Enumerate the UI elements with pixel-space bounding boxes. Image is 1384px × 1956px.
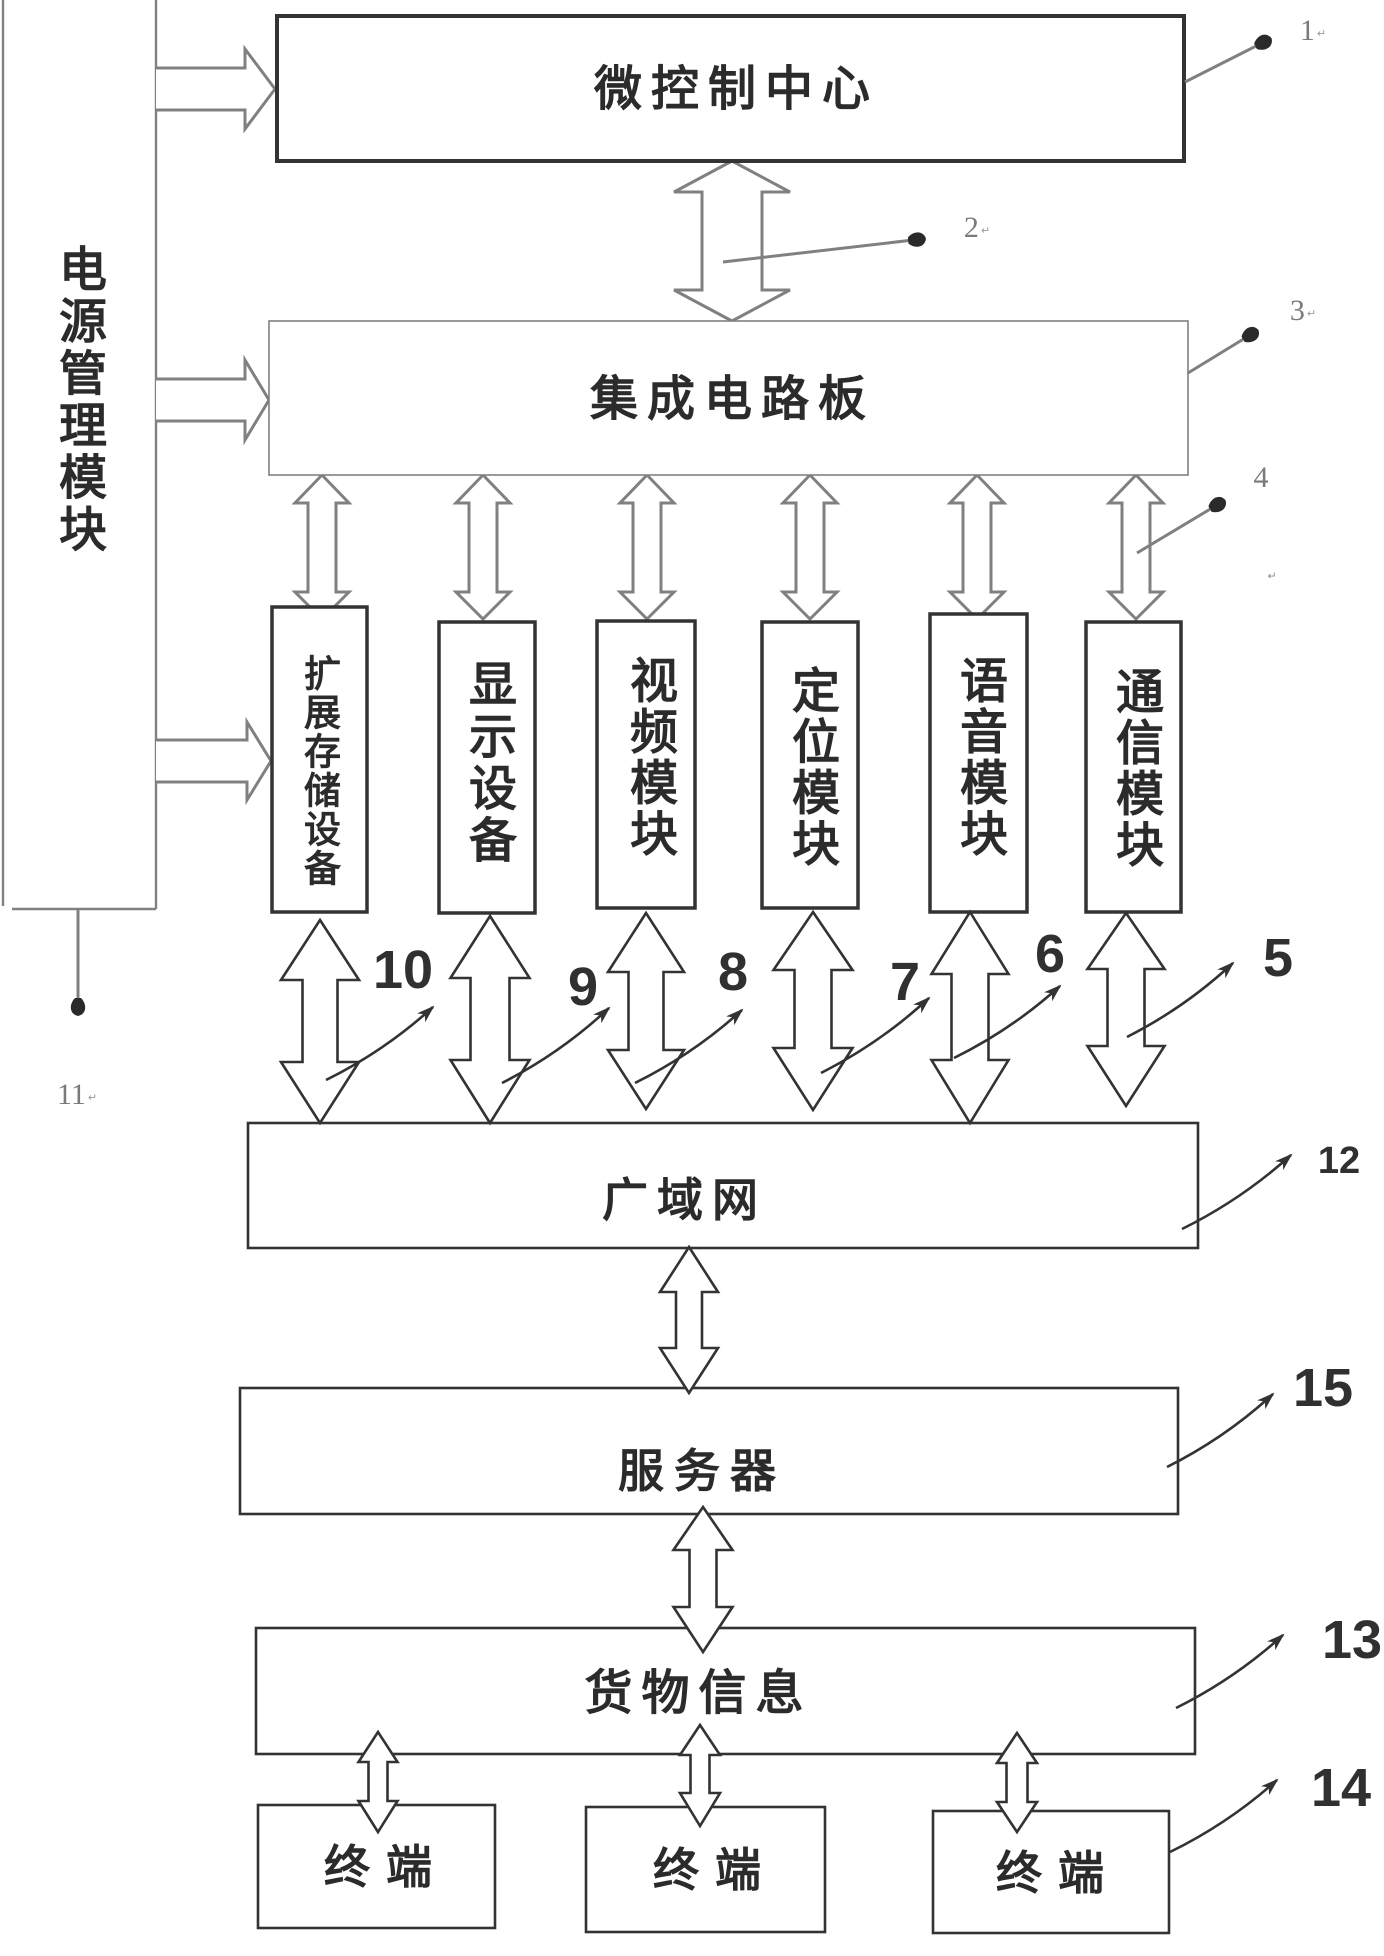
leader-line-12: [1181, 1153, 1293, 1231]
paragraph-mark-icon: ↵: [87, 1090, 98, 1104]
module-label-communication: 通信模块: [1107, 666, 1163, 871]
double-arrow-board-to-voice: [946, 472, 1008, 622]
ref-numeral-text: 4: [1253, 461, 1269, 494]
ref-numeral-2: 2↵: [964, 213, 990, 243]
ref-numeral-8: 8: [717, 942, 749, 1002]
leader-line-6: [953, 984, 1062, 1060]
terminal-label-1: 终端: [324, 1840, 448, 1894]
leader-line-3: [1187, 326, 1260, 375]
server-label: 服务器: [618, 1444, 786, 1498]
leader-line-4: [1136, 496, 1227, 555]
power-arrow-to-micro-control: [156, 44, 277, 134]
leader-line-1: [1184, 34, 1272, 84]
leader-line-14: [1169, 1778, 1279, 1854]
module-label-video: 视频模块: [621, 655, 677, 860]
leader-line-5: [1126, 961, 1235, 1039]
double-arrow-video-to-wan: [605, 910, 687, 1112]
module-label-storage: 扩展存储设备: [297, 654, 341, 888]
wan-label: 广域网: [602, 1173, 767, 1227]
ref-numeral-15: 15: [1292, 1358, 1354, 1418]
micro-control-center-box: [275, 14, 1186, 163]
double-arrow-wan-to-server: [657, 1244, 721, 1396]
terminal-box-3: [931, 1809, 1171, 1935]
ref-numeral-9: 9: [567, 957, 599, 1017]
leader-lines-layer: [70, 34, 1293, 1854]
ref-numeral-12: 12: [1317, 1140, 1361, 1182]
micro-control-center-label: 微控制中心: [593, 61, 880, 117]
ref-numeral-10: 10: [372, 940, 434, 1000]
wan-box: [246, 1121, 1200, 1250]
ref-numeral-3: 3↵: [1290, 296, 1316, 326]
ref-numeral-6: 6: [1034, 924, 1066, 984]
ref-numeral-text: 11: [56, 1078, 86, 1111]
ref-numeral-text: 2: [963, 211, 979, 244]
double-arrow-display-to-wan: [448, 913, 532, 1126]
module-label-voice: 语音模块: [951, 655, 1007, 860]
power-module-label: 电源管理模块: [50, 244, 106, 556]
ref-numeral-14: 14: [1310, 1758, 1372, 1818]
leader-line-15: [1166, 1392, 1275, 1469]
double-arrow-voice-to-wan: [929, 909, 1011, 1126]
leader-line-8: [634, 1008, 744, 1085]
module-box-display: [437, 620, 537, 915]
circuit-board-box: [268, 320, 1189, 476]
leader-line-2: [722, 232, 926, 264]
leader-line-10: [325, 1005, 435, 1082]
terminal-box-2: [584, 1805, 827, 1934]
terminal-label-2: 终端: [653, 1843, 777, 1897]
module-box-communication: [1084, 620, 1183, 914]
ref-numeral-4: 4: [1254, 463, 1269, 493]
double-arrow-server-to-cargo: [671, 1504, 735, 1655]
ref-numeral-text: 3: [1289, 294, 1305, 327]
power-arrow-to-circuit-board: [156, 354, 271, 446]
module-box-storage: [270, 605, 369, 914]
double-arrow-board-to-communication: [1105, 472, 1167, 622]
double-arrow-cargo-to-terminal-3: [994, 1730, 1040, 1835]
leader-line-9: [501, 1006, 611, 1085]
module-box-voice: [928, 612, 1029, 914]
ref-numeral-11: 11↵: [57, 1080, 97, 1110]
ref-numeral-1: 1↵: [1300, 16, 1326, 46]
double-arrow-micro-to-board: [673, 159, 791, 323]
double-arrow-board-to-video: [616, 472, 678, 622]
ref-numeral-text: 1: [1299, 14, 1315, 47]
cargo-info-box: [254, 1626, 1197, 1756]
double-arrow-board-to-display: [452, 472, 514, 622]
leader-line-13: [1175, 1633, 1285, 1710]
server-box: [238, 1386, 1180, 1516]
double-arrow-cargo-to-terminal-1: [356, 1729, 400, 1835]
double-arrow-storage-to-wan: [278, 917, 362, 1126]
paragraph-mark-icon: ↵: [980, 223, 991, 237]
module-box-video: [595, 619, 697, 910]
double-arrow-board-to-positioning: [779, 472, 841, 622]
ref-numeral-5: 5: [1262, 928, 1294, 988]
leader-line-7: [820, 996, 931, 1075]
double-arrow-cargo-to-terminal-2: [677, 1722, 723, 1829]
power-arrow-to-storage: [156, 716, 273, 806]
ref-numeral-7: 7: [889, 952, 921, 1012]
module-label-positioning: 定位模块: [783, 665, 839, 870]
cargo-info-label: 货物信息: [584, 1665, 813, 1721]
paragraph-mark-icon: ↵: [1316, 26, 1327, 40]
paragraph-mark-icon: ↵: [1267, 569, 1277, 583]
paragraph-mark-icon: ↵: [1306, 306, 1317, 320]
boxes-layer: [238, 14, 1200, 1935]
double-arrow-communication-to-wan: [1085, 910, 1167, 1109]
double-arrow-board-to-storage: [291, 472, 353, 622]
double-arrow-positioning-to-wan: [771, 909, 855, 1113]
ref-numeral-13: 13: [1321, 1610, 1383, 1670]
terminal-label-3: 终端: [996, 1846, 1120, 1900]
module-box-positioning: [760, 620, 860, 910]
module-label-display: 显示设备: [460, 659, 516, 867]
circuit-board-label: 集成电路板: [589, 371, 876, 427]
